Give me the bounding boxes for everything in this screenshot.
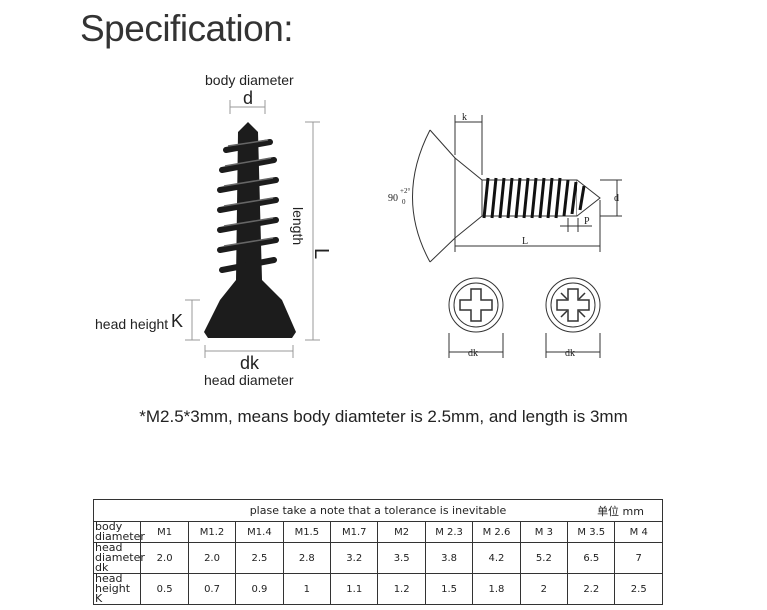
table-caption: plase take a note that a tolerance is in… (93, 499, 663, 522)
table-cell: 2.8 (282, 542, 332, 574)
row-header: body diameter (92, 520, 145, 543)
table-caption-row: plase take a note that a tolerance is in… (93, 499, 663, 522)
table-cell: M 2.6 (472, 521, 521, 543)
table-cell: M 2.3 (424, 521, 474, 543)
technical-drawing (412, 115, 622, 358)
K-label: K (171, 311, 184, 331)
table-cell: 2.5 (235, 542, 284, 574)
d-label: d (243, 88, 254, 108)
head-height-label: head height (95, 316, 169, 332)
table-cell: M2 (377, 521, 426, 543)
table-cell: M 3 (519, 521, 569, 543)
table-cell: 6.5 (567, 542, 616, 574)
table-cell: 2.0 (187, 542, 237, 574)
table-cell: 1.5 (424, 573, 474, 605)
table-row: head height K 0.5 0.7 0.9 1 1.1 1.2 1.5 … (92, 573, 663, 605)
page-title: Specification: (80, 8, 294, 49)
table-cell: M1.4 (235, 521, 284, 543)
table-cell: M1.7 (330, 521, 379, 543)
table-cell: 1.1 (330, 573, 379, 605)
table-cell: 3.8 (424, 542, 474, 574)
table-cell: 2.0 (140, 542, 189, 574)
row-header: head height K (92, 573, 142, 605)
dk-dim-label-2: dk (565, 348, 575, 359)
head-diameter-label: head diameter (204, 372, 294, 388)
table-cell: 0.7 (187, 573, 237, 605)
angle-label: 90 (388, 193, 398, 204)
table-cell: 3.2 (330, 542, 379, 574)
angle-sup-label: +2° (400, 187, 410, 195)
row-header: head diameter dk (92, 541, 145, 574)
table-cell: 1.2 (377, 573, 426, 605)
table-cell: 2 (519, 573, 569, 605)
table-cell: M 3.5 (567, 521, 616, 543)
table-row: head diameter dk 2.0 2.0 2.5 2.8 3.2 3.5… (92, 541, 663, 574)
table-cell: 5.2 (519, 542, 569, 574)
table-row: body diameter M1 M1.2 M1.4 M1.5 M1.7 M2 … (92, 520, 663, 543)
table-cell: 3.5 (377, 542, 426, 574)
spec-table: plase take a note that a tolerance is in… (92, 499, 663, 605)
unit-label: 单位 mm (597, 505, 644, 518)
table-cell: M 4 (614, 521, 663, 543)
angle-sub-label: 0 (402, 198, 406, 206)
table-cell: 0.5 (140, 573, 189, 605)
table-cell: M1.5 (282, 521, 332, 543)
table-cell: 4.2 (472, 542, 521, 574)
table-cell: M1 (140, 521, 189, 543)
screw-photo (204, 122, 296, 338)
k-dim-label: k (462, 112, 467, 123)
table-cell: 2.5 (614, 573, 663, 605)
table-cell: 2.2 (567, 573, 616, 605)
table-cell: 7 (614, 542, 663, 574)
dk-label: dk (240, 353, 260, 373)
table-cell: 0.9 (235, 573, 284, 605)
table-cell: M1.2 (187, 521, 237, 543)
table-cell: 1 (282, 573, 332, 605)
d-dim-label: d (614, 193, 619, 204)
size-note: *M2.5*3mm, means body diamteter is 2.5mm… (139, 407, 628, 426)
p-dim-label: P (584, 216, 590, 227)
body-diameter-label: body diameter (205, 72, 294, 88)
L-dim-label: L (522, 236, 528, 247)
dk-dim-label-1: dk (468, 348, 478, 359)
table-cell: 1.8 (472, 573, 521, 605)
caption-text: plase take a note that a tolerance is in… (249, 504, 507, 517)
